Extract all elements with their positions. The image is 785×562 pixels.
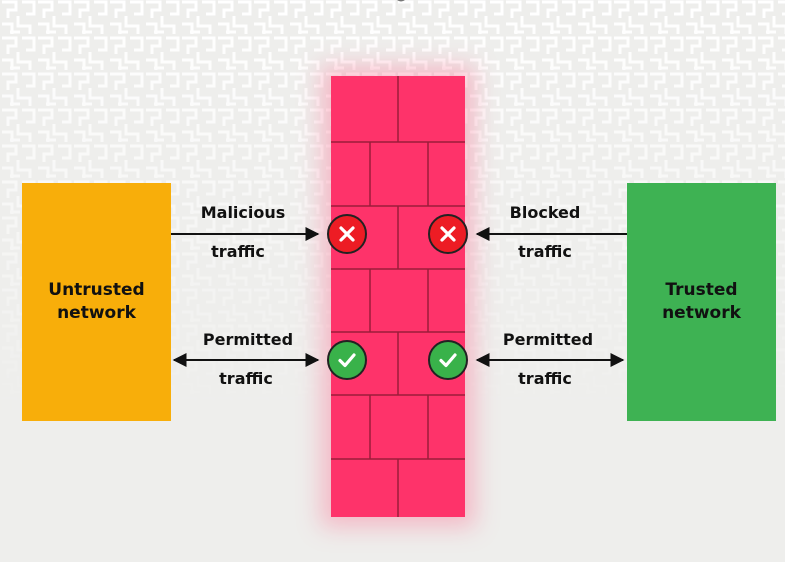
untrusted-label-line1: Untrusted — [48, 280, 145, 300]
untrusted-label-line2: network — [57, 303, 136, 323]
malicious-label-line2: traffic — [211, 242, 265, 261]
trusted-label-line2: network — [662, 303, 741, 323]
permitted-right-label-line2: traffic — [518, 369, 572, 388]
allowed-badge-right — [428, 340, 468, 380]
top-fragment-icon — [397, 0, 405, 2]
check-icon — [338, 353, 356, 368]
trusted-network-box: Trusted network — [627, 183, 776, 421]
x-icon — [339, 226, 355, 242]
permitted-right-label-line1: Permitted — [502, 330, 594, 349]
firewall-wall — [331, 76, 465, 517]
permitted-left-label-line2: traffic — [219, 369, 273, 388]
blocked-badge-right — [428, 214, 468, 254]
permitted-left-label-line1: Permitted — [202, 330, 294, 349]
blocked-label-line2: traffic — [518, 242, 572, 261]
check-icon — [439, 353, 457, 368]
trusted-label-line1: Trusted — [665, 280, 738, 300]
firewall-bricks — [331, 76, 465, 517]
blocked-badge-left — [327, 214, 367, 254]
x-icon — [440, 226, 456, 242]
allowed-badge-left — [327, 340, 367, 380]
blocked-label-line1: Blocked — [509, 203, 581, 222]
untrusted-network-box: Untrusted network — [22, 183, 171, 421]
malicious-label-line1: Malicious — [200, 203, 286, 222]
